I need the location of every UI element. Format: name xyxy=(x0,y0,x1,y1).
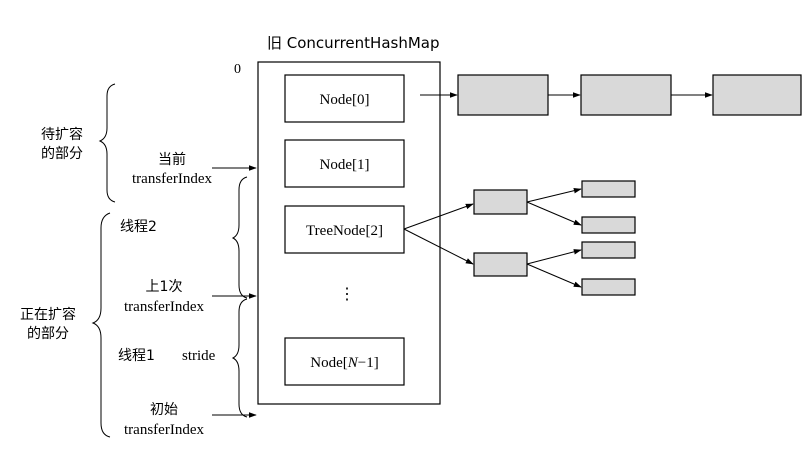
arrow-lower-to-leaf-3 xyxy=(526,249,582,265)
node-0: Node[0] xyxy=(284,74,405,123)
last-label-line2: transferIndex xyxy=(124,299,204,315)
arrow-tree-to-upper xyxy=(403,203,474,230)
tree-leaf-1 xyxy=(581,180,636,198)
current-label-line2: transferIndex xyxy=(132,171,212,187)
current-label-line1: 当前 xyxy=(158,151,186,168)
node-1: Node[1] xyxy=(284,139,405,188)
brace-pending xyxy=(98,83,116,203)
brace-thread1-stride xyxy=(231,298,248,418)
initial-label-line2: transferIndex xyxy=(124,422,204,438)
pending-part-label-line2: 的部分 xyxy=(41,146,83,162)
tree-leaf-4 xyxy=(581,278,636,296)
treenode-2: TreeNode[2] xyxy=(284,205,405,254)
pending-part-label-line1: 待扩容 xyxy=(41,126,83,143)
arrow-lower-to-leaf-4 xyxy=(526,263,582,288)
list-node-2 xyxy=(580,74,672,116)
map-title: 旧 ConcurrentHashMap xyxy=(267,34,440,52)
arrow-upper-to-leaf-2 xyxy=(526,201,582,226)
tree-child-upper xyxy=(473,189,528,215)
brace-thread2 xyxy=(231,176,248,299)
index-zero-label: 0 xyxy=(234,62,241,77)
brace-in-progress xyxy=(91,212,111,438)
node-1-label: Node[1] xyxy=(320,157,370,173)
last-label-line1: 上1次 xyxy=(146,279,183,295)
node-n-minus-1-label: Node[N−1] xyxy=(310,355,378,371)
thread2-label: 线程2 xyxy=(120,219,157,235)
list-node-3 xyxy=(712,74,802,116)
tree-leaf-3 xyxy=(581,241,636,259)
tree-child-lower xyxy=(473,252,528,277)
vertical-ellipsis: ⋮ xyxy=(339,286,355,303)
thread1-label: 线程1 xyxy=(118,348,155,364)
list-node-1 xyxy=(457,74,549,116)
in-progress-label-line2: 的部分 xyxy=(27,326,69,342)
stride-label: stride xyxy=(182,348,216,364)
node-n-minus-1: Node[N−1] xyxy=(284,337,405,386)
arrow-upper-to-leaf-1 xyxy=(526,187,582,203)
initial-label-line1: 初始 xyxy=(150,401,178,418)
in-progress-label-line1: 正在扩容 xyxy=(20,306,76,323)
node-0-label: Node[0] xyxy=(320,92,370,108)
tree-leaf-2 xyxy=(581,216,636,234)
treenode-2-label: TreeNode[2] xyxy=(306,223,383,239)
arrow-tree-to-lower xyxy=(403,228,474,265)
